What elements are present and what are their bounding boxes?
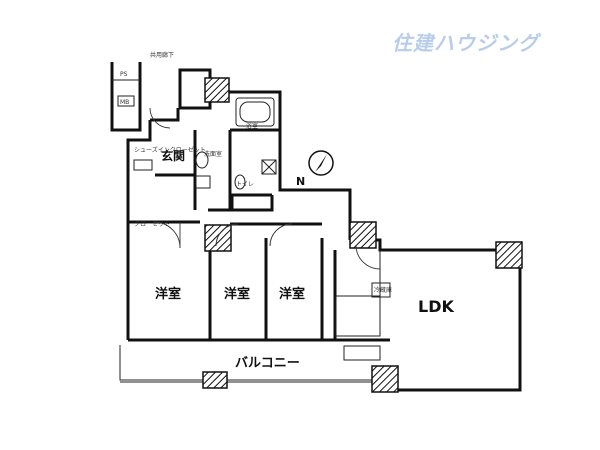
ldk-label: LDK [418, 297, 454, 316]
doors [149, 107, 381, 270]
bath-label: 浴室 [246, 122, 258, 130]
wash-fixtures [133, 151, 277, 190]
western-room-3-label: 洋室 [279, 286, 305, 302]
mb-label: MB [120, 99, 129, 106]
top-note-label: 共用廊下 [150, 51, 174, 59]
interior-walls [128, 128, 381, 340]
balcony-label: バルコニー [235, 356, 300, 371]
left-column-block: PS MB [110, 62, 142, 132]
compass-north-label: N [296, 175, 305, 188]
structural-columns [202, 77, 523, 393]
compass: N [296, 150, 334, 188]
western-room-1-label: 洋室 [155, 286, 181, 302]
ps-label: PS [120, 71, 128, 78]
toilet-label: トイレ [236, 181, 254, 188]
washroom-label: 洗面室 [204, 150, 222, 158]
ref-label: 冷蔵庫 [374, 286, 392, 294]
closet-label: クローゼット [134, 220, 170, 228]
western-room-2-label: 洋室 [224, 286, 250, 302]
kitchen-unit: 冷蔵庫 [335, 282, 392, 361]
entrance-label: 玄関 [161, 148, 185, 163]
bathtub [235, 97, 275, 127]
shoes-closet-label: シューズインクローゼット [134, 146, 206, 154]
brand-logo: 住建ハウジング [392, 31, 542, 55]
